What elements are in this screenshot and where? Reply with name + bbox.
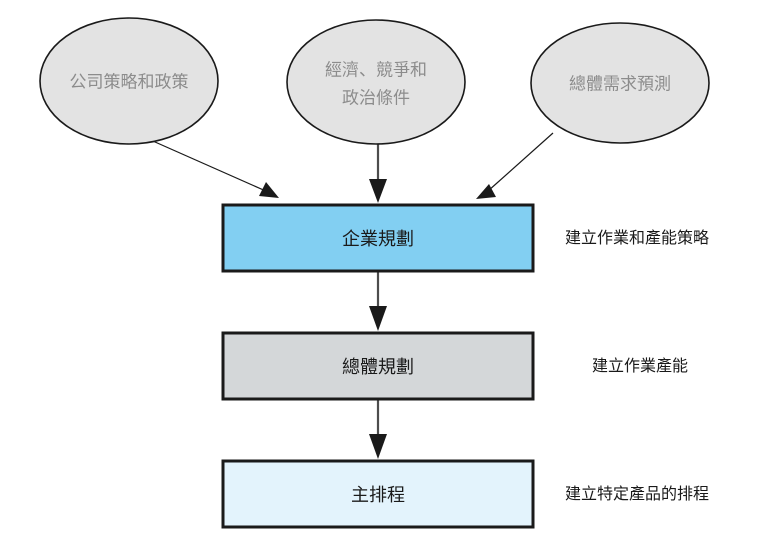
stage-box-master-schedule[interactable]: 主排程: [221, 459, 535, 529]
connector-corporate-to-enterprise: [136, 133, 279, 198]
connector-aggregate-to-master: [369, 400, 387, 459]
arrowhead-icon: [476, 184, 496, 199]
stage-box-enterprise-planning[interactable]: 企業規劃: [221, 203, 535, 273]
stage-box-label: 總體規劃: [342, 357, 414, 377]
input-node-label-line1: 經濟、競爭和: [325, 60, 427, 79]
stage-description-master-schedule: 建立特定產品的排程: [565, 485, 709, 503]
connector-economic-to-enterprise: [369, 143, 387, 203]
ellipse-shape: [286, 19, 466, 145]
connector-line: [136, 133, 269, 193]
input-node-corporate-strategy[interactable]: 公司策略和政策: [39, 17, 219, 145]
stage-box-label: 企業規劃: [342, 229, 414, 249]
input-node-label: 總體需求預測: [569, 74, 671, 93]
ellipse-shape: [530, 22, 710, 144]
stage-description-enterprise-planning: 建立作業和產能策略: [565, 229, 709, 247]
input-node-economic-conditions[interactable]: 經濟、競爭和 政治條件: [286, 19, 466, 145]
arrowhead-icon: [369, 179, 387, 203]
box-shape: [221, 331, 535, 401]
connector-demand-to-enterprise: [476, 132, 554, 199]
stage-box-aggregate-planning[interactable]: 總體規劃: [221, 331, 535, 401]
stage-description-aggregate-planning: 建立作業產能: [592, 357, 688, 375]
input-node-label: 公司策略和政策: [70, 72, 189, 91]
connector-enterprise-to-aggregate: [369, 272, 387, 331]
stage-box-label: 主排程: [351, 485, 405, 505]
arrowhead-icon: [369, 306, 387, 331]
box-shape: [221, 203, 535, 273]
arrowhead-icon: [259, 182, 279, 198]
input-node-label-line2: 政治條件: [342, 88, 410, 107]
connector-line: [487, 132, 554, 192]
box-shape: [221, 459, 535, 529]
ellipse-shape: [39, 17, 219, 145]
arrowhead-icon: [369, 434, 387, 459]
input-node-aggregate-demand-forecast[interactable]: 總體需求預測: [530, 22, 710, 144]
